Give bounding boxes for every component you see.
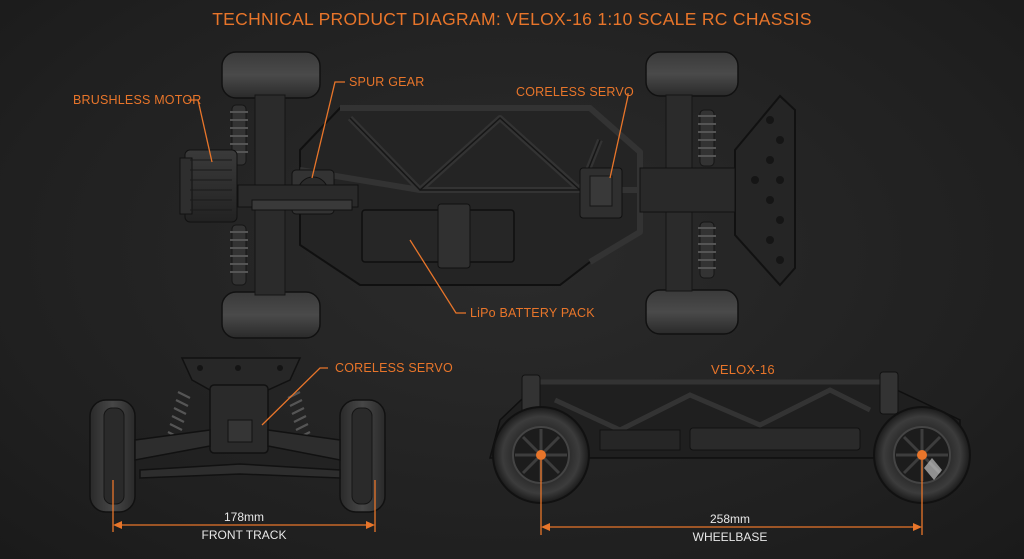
label-coreless-servo-top: CORELESS SERVO — [516, 85, 634, 99]
wheelbase-value: 258mm — [709, 512, 750, 526]
top-view — [179, 51, 796, 339]
front-chassis-center — [209, 384, 269, 454]
label-coreless-servo-front: CORELESS SERVO — [335, 361, 453, 375]
front-track-value: 178mm — [223, 510, 264, 524]
front-track-label: FRONT TRACK — [201, 528, 287, 542]
front-view — [89, 357, 386, 513]
top-front-left-tire — [645, 51, 739, 97]
label-model-name: VELOX-16 — [711, 362, 775, 377]
wheelbase-label: WHEELBASE — [692, 530, 768, 544]
side-front-wheel — [873, 406, 971, 504]
label-spur-gear: SPUR GEAR — [349, 75, 425, 89]
side-view — [489, 371, 971, 504]
front-servo-leader — [261, 367, 328, 426]
side-rear-wheel — [492, 406, 590, 504]
top-rear-left-tire — [221, 51, 321, 99]
top-front-bumper — [734, 94, 796, 287]
wheelbase-dimension — [540, 460, 923, 535]
front-track-dimension — [112, 480, 376, 532]
top-front-right-tire — [645, 289, 739, 335]
top-motor — [184, 149, 238, 223]
top-rear-right-tire — [221, 291, 321, 339]
label-brushless-motor: BRUSHLESS MOTOR — [73, 93, 202, 107]
top-leader-lines — [188, 81, 629, 314]
side-battery — [689, 427, 861, 451]
label-lipo-battery: LiPo BATTERY PACK — [470, 306, 595, 320]
page-title: TECHNICAL PRODUCT DIAGRAM: VELOX-16 1:10… — [212, 9, 812, 29]
